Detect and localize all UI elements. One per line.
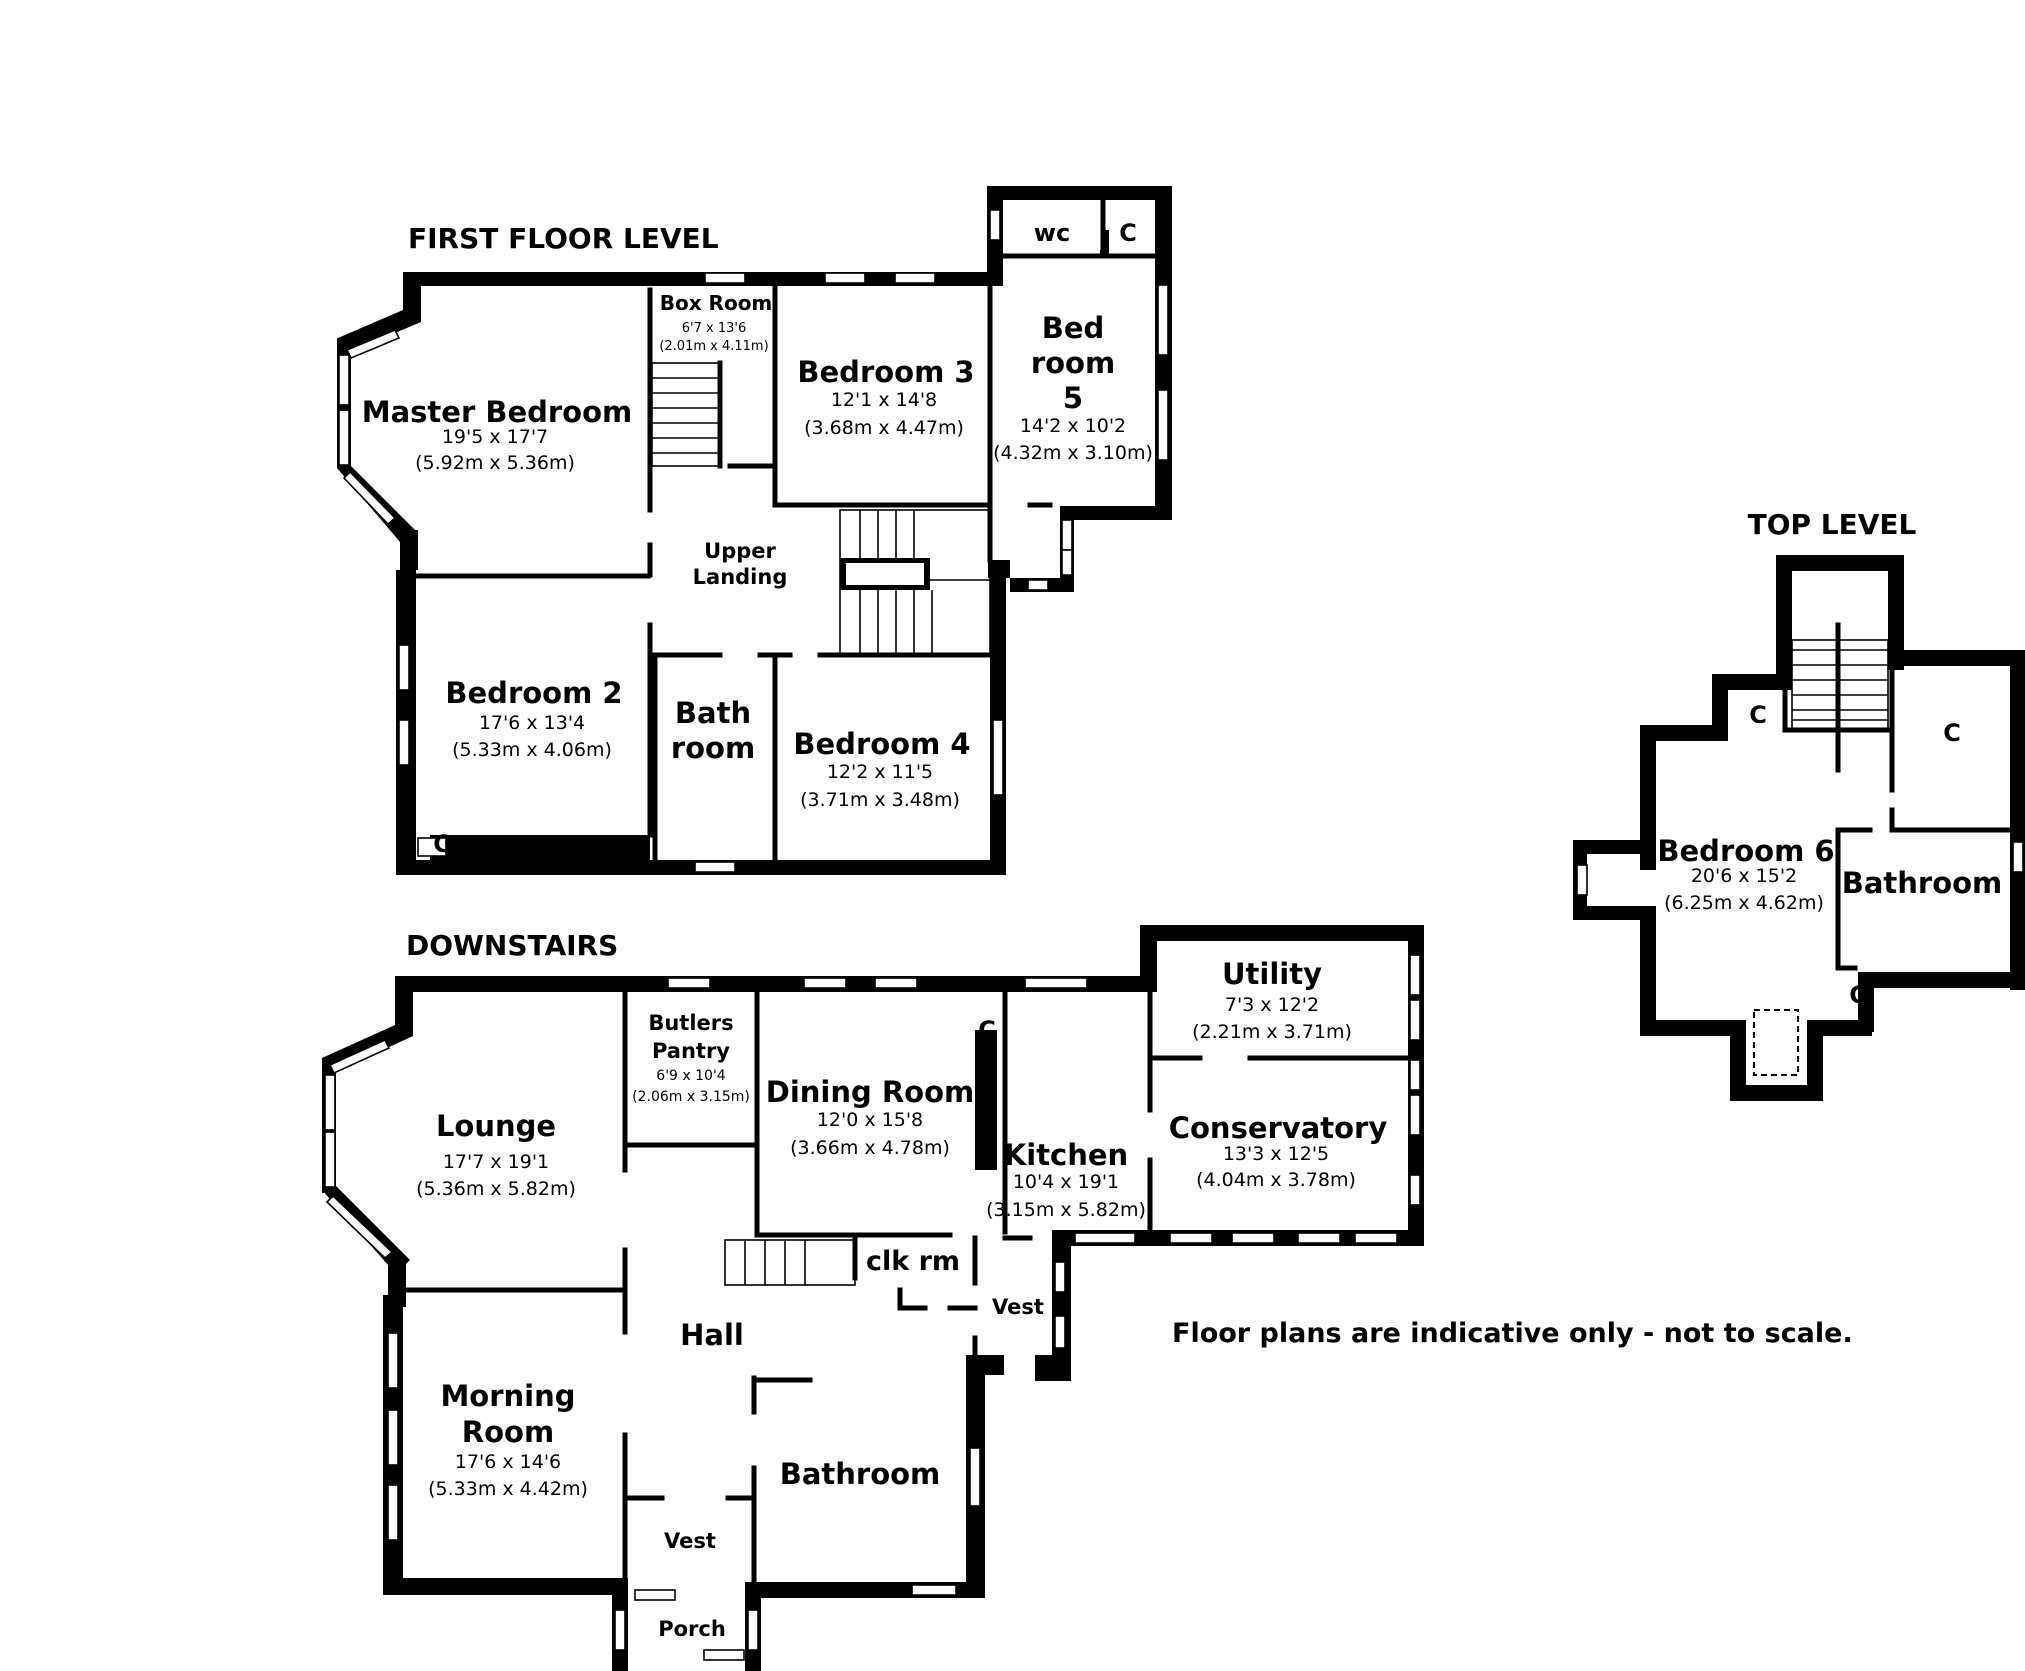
cupboard-label-top-left: C [1749,701,1767,729]
upper-landing-label-line1: Upper [704,539,776,563]
box-room-metric: (2.01m x 4.11m) [659,339,768,354]
first-floor-labels: FIRST FLOOR LEVEL Master Bedroom 19'5 x … [362,219,1153,858]
bedroom-3-label: Bedroom 3 [797,355,974,389]
master-bedroom-metric: (5.92m x 5.36m) [415,452,575,474]
cupboard-label-bedroom-2: C [433,830,451,858]
bedroom-5-label-line3: 5 [1063,381,1083,415]
downstairs-plan: DOWNSTAIRS Lounge 17'7 x 19'1 (5.36m x 5… [322,925,1424,1671]
wc-label: wc [1034,219,1070,247]
conservatory-label: Conservatory [1169,1111,1388,1145]
utility-imperial: 7'3 x 12'2 [1225,994,1319,1016]
butlers-pantry-label-line2: Pantry [652,1039,730,1063]
dining-room-metric: (3.66m x 4.78m) [790,1137,950,1159]
dining-room-imperial: 12'0 x 15'8 [817,1109,923,1131]
first-floor-interior-walls [415,197,1158,861]
top-level-stairs [1791,622,1889,733]
kitchen-label: Kitchen [1004,1138,1128,1172]
first-floor-walls [337,186,1172,875]
butlers-pantry-imperial: 6'9 x 10'4 [656,1068,726,1084]
bedroom-5-imperial: 14'2 x 10'2 [1020,415,1126,437]
lounge-label: Lounge [436,1109,556,1143]
porch-label: Porch [658,1617,726,1641]
bedroom-3-imperial: 12'1 x 14'8 [831,389,937,411]
front-vestibule-label: Vest [664,1529,716,1553]
morning-room-imperial: 17'6 x 14'6 [455,1451,561,1473]
top-bathroom-label: Bathroom [1842,866,2003,900]
bedroom-5-metric: (4.32m x 3.10m) [993,442,1153,464]
bedroom-6-label: Bedroom 6 [1657,834,1834,868]
first-floor-plan: FIRST FLOOR LEVEL Master Bedroom 19'5 x … [337,186,1172,875]
master-bedroom-imperial: 19'5 x 17'7 [442,426,548,448]
cupboard-label-top: C [1119,219,1137,247]
utility-metric: (2.21m x 3.71m) [1192,1021,1352,1043]
side-vestibule-label: Vest [992,1295,1044,1319]
first-floor-stairs [651,362,991,656]
downstairs-stairs [724,1239,856,1286]
bedroom-2-label: Bedroom 2 [445,676,622,710]
bedroom-6-imperial: 20'6 x 15'2 [1691,865,1797,887]
kitchen-metric: (3.15m x 5.82m) [986,1199,1146,1221]
bedroom-5-label-line2: room [1031,346,1115,380]
bedroom-4-label: Bedroom 4 [793,727,970,761]
bedroom-2-metric: (5.33m x 4.06m) [452,739,612,761]
top-level-windows [1576,841,2024,1076]
top-level-plan: TOP LEVEL Bedroom 6 20'6 x 15'2 (6.25m x… [1573,508,2025,1101]
hall-label: Hall [680,1318,744,1352]
bedroom-3-metric: (3.68m x 4.47m) [804,417,964,439]
box-room-label: Box Room [660,291,773,315]
top-level-walls [1573,555,2025,1101]
lounge-metric: (5.36m x 5.82m) [416,1178,576,1200]
downstairs-windows [324,954,1421,1661]
first-floor-windows [338,209,1169,873]
cupboard-label-top-right: C [1943,719,1961,747]
top-level-heading: TOP LEVEL [1748,508,1917,541]
utility-label: Utility [1222,957,1322,991]
upper-landing-label-line2: Landing [693,565,788,589]
kitchen-imperial: 10'4 x 19'1 [1013,1171,1119,1193]
butlers-pantry-label-line1: Butlers [648,1011,733,1035]
conservatory-imperial: 13'3 x 12'5 [1223,1143,1329,1165]
bedroom-4-imperial: 12'2 x 11'5 [827,761,933,783]
disclaimer-note: Floor plans are indicative only - not to… [1172,1318,1853,1349]
cloakroom-label: clk rm [866,1246,960,1277]
butlers-pantry-metric: (2.06m x 3.15m) [632,1089,750,1105]
bathroom-label-line2: room [671,731,755,765]
downstairs-labels: DOWNSTAIRS Lounge 17'7 x 19'1 (5.36m x 5… [406,929,1387,1641]
top-level-interior-walls [1782,665,2013,971]
bedroom-6-metric: (6.25m x 4.62m) [1664,892,1824,914]
master-bedroom-label: Master Bedroom [362,395,633,429]
morning-room-label-line1: Morning [440,1379,575,1413]
morning-room-metric: (5.33m x 4.42m) [428,1478,588,1500]
box-room-imperial: 6'7 x 13'6 [682,321,746,336]
morning-room-label-line2: Room [462,1415,554,1449]
conservatory-metric: (4.04m x 3.78m) [1196,1169,1356,1191]
dining-room-label: Dining Room [766,1075,975,1109]
lounge-imperial: 17'7 x 19'1 [443,1151,549,1173]
bedroom-4-metric: (3.71m x 3.48m) [800,789,960,811]
downstairs-bathroom-label: Bathroom [780,1457,941,1491]
cupboard-label-dining: C [978,1016,996,1044]
top-level-labels: TOP LEVEL Bedroom 6 20'6 x 15'2 (6.25m x… [1657,508,2002,1009]
bedroom-2-imperial: 17'6 x 13'4 [479,712,585,734]
first-floor-heading: FIRST FLOOR LEVEL [408,222,719,255]
downstairs-heading: DOWNSTAIRS [406,929,618,962]
bathroom-label-line1: Bath [675,696,751,730]
bedroom-5-label-line1: Bed [1042,311,1105,345]
cupboard-label-top-bottom: C [1849,981,1867,1009]
